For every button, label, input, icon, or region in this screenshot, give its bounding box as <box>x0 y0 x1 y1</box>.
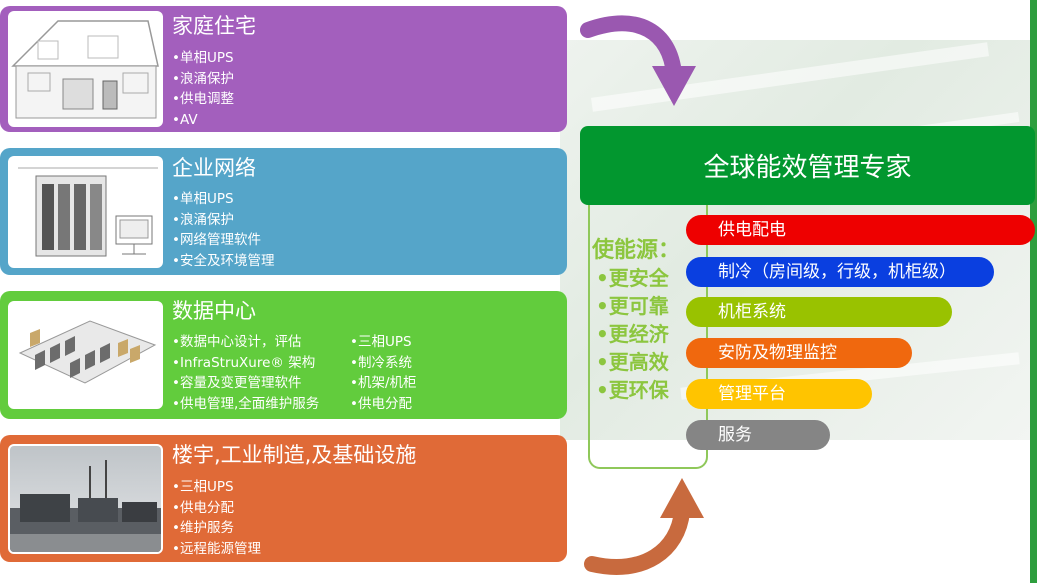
benefit-item: 更经济 <box>596 320 680 348</box>
panel-datacenter: 数据中心 数据中心设计，评估 InfraStruXure® 架构 容量及变更管理… <box>0 291 567 419</box>
curved-arrow-down-icon <box>580 15 696 106</box>
headline-text: 全球能效管理专家 <box>703 153 912 183</box>
curved-arrow-up-icon <box>584 478 704 575</box>
panel-enterprise: 企业网络 单相UPS 浪涌保护 网络管理软件 安全及环境管理 <box>0 148 567 275</box>
list-item: 数据中心设计，评估 <box>172 332 319 353</box>
feature-list: 单相UPS 浪涌保护 网络管理软件 安全及环境管理 <box>172 189 275 272</box>
list-item: 制冷系统 <box>350 353 417 374</box>
list-item: 供电管理,全面维护服务 <box>172 394 319 415</box>
headline-box: 全球能效管理专家 <box>580 126 1035 205</box>
list-item: 网络管理软件 <box>172 230 274 251</box>
benefits-block: 使能源： 更安全 更可靠 更经济 更高效 更环保 <box>592 232 680 404</box>
panel-title: 企业网络 <box>172 156 256 180</box>
offering-label: 安防及物理监控 <box>718 343 837 363</box>
list-item: 供电调整 <box>172 89 234 110</box>
benefits-heading: 使能源： <box>592 238 681 263</box>
offering-pill: 机柜系统 <box>686 297 952 327</box>
list-item: 供电分配 <box>350 394 417 415</box>
benefit-item: 更可靠 <box>596 292 680 320</box>
list-item: 机架/机柜 <box>350 373 417 394</box>
list-item: 安全及环境管理 <box>172 251 275 272</box>
list-item: 远程能源管理 <box>172 539 261 560</box>
list-item: 三相UPS <box>350 332 417 353</box>
offering-pill: 制冷（房间级，行级，机柜级） <box>686 257 994 287</box>
datacenter-illustration <box>8 301 163 409</box>
list-item: 三相UPS <box>172 477 261 498</box>
offering-label: 服务 <box>718 425 752 445</box>
list-item: AV <box>172 110 234 131</box>
server-room-illustration <box>8 156 163 268</box>
offering-label: 管理平台 <box>718 384 786 404</box>
offering-pill: 服务 <box>686 420 830 450</box>
list-item: 维护服务 <box>172 518 261 539</box>
industrial-building-photo <box>8 444 163 554</box>
list-item: 单相UPS <box>172 48 234 69</box>
panel-title: 数据中心 <box>172 299 256 323</box>
benefit-item: 更安全 <box>596 264 680 292</box>
panel-title: 楼宇,工业制造,及基础设施 <box>172 443 417 467</box>
list-item: 单相UPS <box>172 189 274 210</box>
benefit-item: 更环保 <box>596 376 680 404</box>
feature-list-right: 三相UPS 制冷系统 机架/机柜 供电分配 <box>350 332 417 414</box>
offering-label: 供电配电 <box>718 220 786 240</box>
panel-home: 家庭住宅 单相UPS 浪涌保护 供电调整 AV <box>0 6 567 132</box>
offering-pill: 安防及物理监控 <box>686 338 912 368</box>
panel-title: 家庭住宅 <box>172 14 256 38</box>
feature-list: 单相UPS 浪涌保护 供电调整 AV <box>172 48 234 130</box>
list-item: 供电分配 <box>172 498 261 519</box>
benefits-list: 更安全 更可靠 更经济 更高效 更环保 <box>596 264 680 404</box>
offering-label: 制冷（房间级，行级，机柜级） <box>718 262 956 282</box>
offering-label: 机柜系统 <box>718 302 786 322</box>
offering-pill: 供电配电 <box>686 215 1035 245</box>
list-item: 容量及变更管理软件 <box>172 373 319 394</box>
list-item: 浪涌保护 <box>172 210 274 231</box>
feature-list: 三相UPS 供电分配 维护服务 远程能源管理 <box>172 477 261 559</box>
list-item: 浪涌保护 <box>172 69 234 90</box>
feature-list-left: 数据中心设计，评估 InfraStruXure® 架构 容量及变更管理软件 供电… <box>172 332 319 414</box>
house-illustration <box>8 11 163 127</box>
offering-pill: 管理平台 <box>686 379 872 409</box>
panel-building: 楼宇,工业制造,及基础设施 三相UPS 供电分配 维护服务 远程能源管理 <box>0 435 567 562</box>
right-edge-bar <box>1030 0 1037 583</box>
benefit-item: 更高效 <box>596 348 680 376</box>
list-item: InfraStruXure® 架构 <box>172 353 319 374</box>
benefits-bracket <box>588 205 708 469</box>
